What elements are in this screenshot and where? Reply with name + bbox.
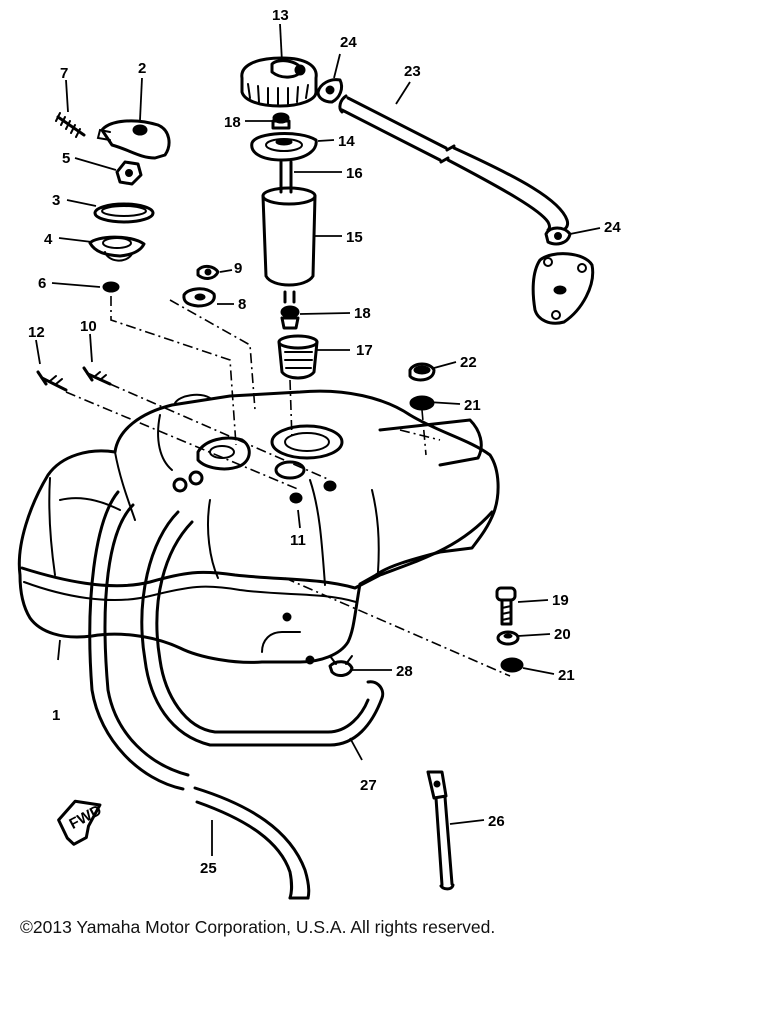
callout-12: 12 [28, 324, 45, 341]
screw-7 [55, 112, 86, 138]
hose-25 [88, 490, 311, 900]
nuts-11 [289, 480, 337, 504]
fuel-gauge-26 [426, 770, 455, 891]
hose-joint-24-top [316, 78, 344, 104]
callout-8: 8 [238, 296, 246, 313]
seal-4 [88, 235, 146, 262]
bolt-12 [36, 370, 68, 392]
clip-9 [196, 264, 220, 280]
callout-24-right: 24 [604, 219, 621, 236]
leader-lines [35, 23, 601, 856]
clamp-28 [328, 655, 354, 677]
callout-1: 1 [52, 707, 60, 724]
callout-24-top: 24 [340, 34, 357, 51]
callout-22: 22 [460, 354, 477, 371]
callout-17: 17 [356, 342, 373, 359]
callout-13: 13 [272, 7, 289, 24]
hose-23 [338, 94, 570, 234]
callout-14: 14 [338, 133, 355, 150]
callout-7: 7 [60, 65, 68, 82]
grommet-22 [408, 362, 436, 382]
callout-18-bottom: 18 [354, 305, 371, 322]
callout-28: 28 [396, 663, 413, 680]
callout-6: 6 [38, 275, 46, 292]
gasket-14 [250, 132, 318, 162]
callout-26: 26 [488, 813, 505, 830]
callout-15: 15 [346, 229, 363, 246]
fuel-tank [17, 389, 500, 665]
bolt-19 [495, 586, 517, 626]
grommet-6 [102, 281, 120, 293]
valve-18-top [271, 112, 291, 130]
callout-27: 27 [360, 777, 377, 794]
callout-19: 19 [552, 592, 569, 609]
strainer-17 [277, 334, 319, 380]
damper-21-bottom [500, 657, 524, 673]
callout-20: 20 [554, 626, 571, 643]
hose-joint-24-right [544, 226, 572, 246]
collar-20 [496, 630, 520, 646]
cover-2 [96, 119, 171, 160]
nut-5 [115, 160, 143, 186]
callout-11: 11 [290, 532, 306, 549]
copyright-notice: ©2013 Yamaha Motor Corporation, U.S.A. A… [20, 917, 496, 937]
hose-27 [140, 510, 385, 747]
callout-2: 2 [138, 60, 146, 77]
bolt-10 [82, 366, 112, 386]
fwd-arrow-icon: FWD [57, 799, 105, 846]
gasket-3 [93, 202, 155, 224]
assembly-lines [65, 296, 511, 677]
callout-21-bottom: 21 [558, 667, 575, 684]
callout-25: 25 [200, 860, 217, 877]
callout-21-top: 21 [464, 397, 481, 414]
callout-5: 5 [62, 150, 70, 167]
fuel-cap-13 [240, 56, 318, 108]
filter-15 [261, 186, 317, 287]
callout-10: 10 [80, 318, 97, 335]
callout-9: 9 [234, 260, 242, 277]
parts-diagram: FWD [17, 7, 621, 900]
clip-8 [182, 287, 216, 308]
callout-16: 16 [346, 165, 363, 182]
callout-18-top: 18 [224, 114, 241, 131]
bracket-plate [531, 252, 595, 325]
callout-23: 23 [404, 63, 421, 80]
callout-labels: 1 2 3 4 5 6 7 8 9 10 11 12 13 14 15 16 1… [28, 7, 621, 877]
valve-18-bottom [280, 290, 300, 330]
callout-3: 3 [52, 192, 60, 209]
callout-4: 4 [44, 231, 53, 248]
